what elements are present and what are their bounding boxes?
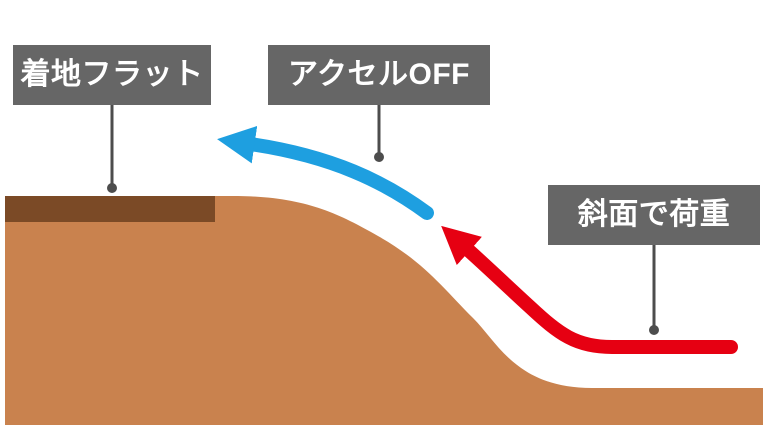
connector-accel-dot [374, 152, 384, 162]
label-landing-flat-text: 着地フラット [20, 58, 204, 91]
label-landing-flat: 着地フラット [13, 45, 211, 105]
landing-strip [5, 196, 215, 222]
load-arrow [441, 225, 738, 354]
label-slope-load: 斜面で荷重 [548, 185, 760, 245]
terrain-slope [5, 196, 763, 425]
label-accel-off-text: アクセルOFF [288, 58, 470, 91]
brake-arrow [217, 125, 434, 220]
connector-landing-dot [107, 183, 117, 193]
label-accel-off: アクセルOFF [268, 45, 490, 105]
label-slope-load-text: 斜面で荷重 [577, 198, 731, 231]
connector-load-dot [649, 325, 659, 335]
